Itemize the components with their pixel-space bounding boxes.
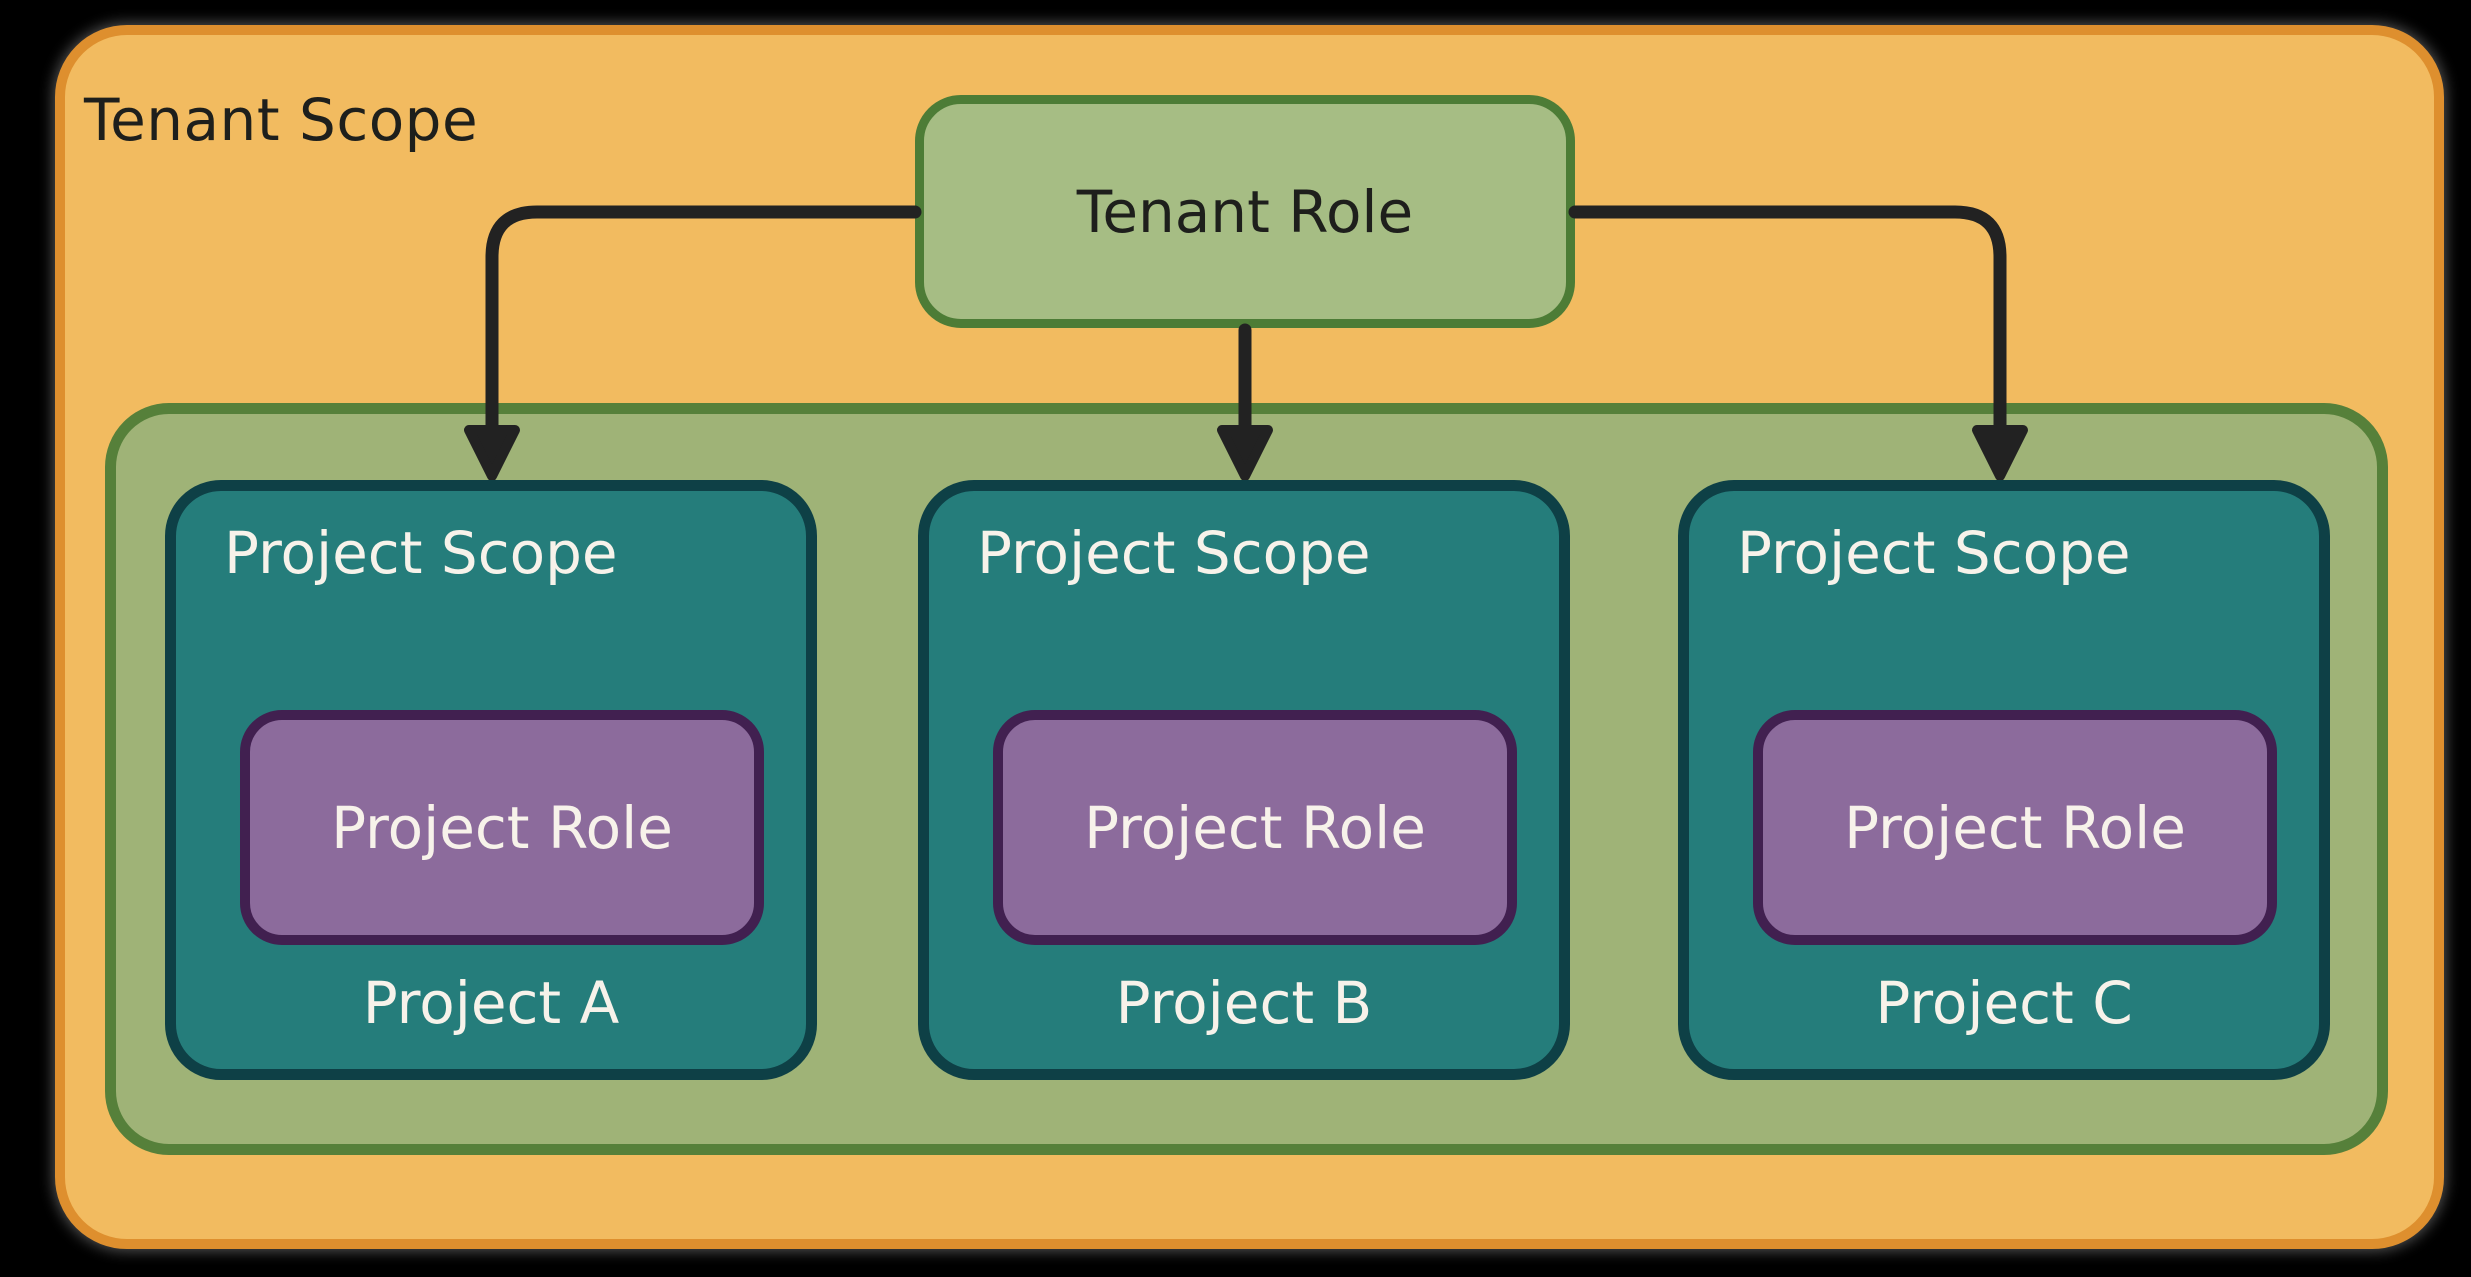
- tenant-scope-title: Tenant Scope: [84, 86, 479, 154]
- project-a-name-label: Project A: [362, 969, 620, 1037]
- project-c-scope-box: Project Scope Project Role Project C: [1678, 480, 2330, 1080]
- project-b-scope-box: Project Scope Project Role Project B: [918, 480, 1570, 1080]
- project-b-role-node: Project Role: [993, 710, 1517, 945]
- project-a-role-label: Project Role: [331, 793, 673, 862]
- project-b-role-label: Project Role: [1084, 793, 1426, 862]
- tenant-role-node: Tenant Role: [915, 95, 1575, 328]
- project-b-scope-label: Project Scope: [977, 519, 1371, 587]
- project-b-name-label: Project B: [1115, 969, 1373, 1037]
- project-a-scope-box: Project Scope Project Role Project A: [165, 480, 817, 1080]
- tenant-role-label: Tenant Role: [1076, 177, 1414, 246]
- project-a-scope-label: Project Scope: [224, 519, 618, 587]
- project-c-role-label: Project Role: [1844, 793, 2186, 862]
- project-c-scope-label: Project Scope: [1737, 519, 2131, 587]
- project-c-name-label: Project C: [1875, 969, 2133, 1037]
- project-c-role-node: Project Role: [1753, 710, 2277, 945]
- project-a-role-node: Project Role: [240, 710, 764, 945]
